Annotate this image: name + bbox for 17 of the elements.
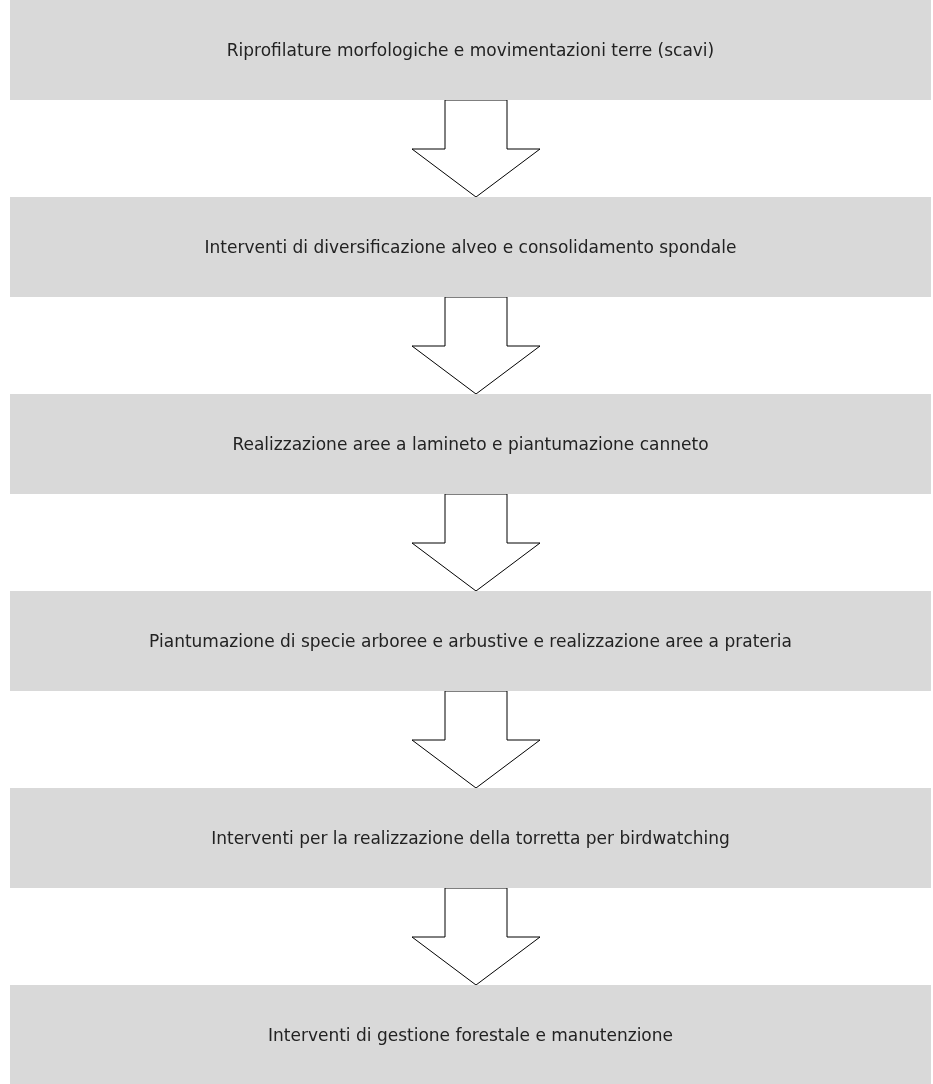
step-text: Interventi per la realizzazione della torretta per birdwatching <box>211 828 730 848</box>
block-arrow <box>411 296 541 395</box>
process-box <box>10 788 931 888</box>
process-box <box>10 591 931 691</box>
process-box <box>10 197 931 297</box>
step-text: Interventi di diversificazione alveo e consolidamento spondale <box>204 237 737 257</box>
step-text: Piantumazione di specie arboree e arbustive e realizzazione aree a prateria <box>149 631 792 651</box>
block-arrow <box>411 493 541 592</box>
step-text: Interventi di gestione forestale e manutenzione <box>268 1025 673 1045</box>
process-box <box>10 985 931 1084</box>
step-text: Riprofilature morfologiche e movimentazioni terre (scavi) <box>226 40 715 60</box>
process-box <box>10 0 931 100</box>
block-arrow <box>411 690 541 789</box>
step-text: Realizzazione aree a lamineto e piantumazione canneto <box>232 434 709 454</box>
block-arrow <box>411 887 541 986</box>
process-box <box>10 394 931 494</box>
block-arrow <box>411 99 541 198</box>
